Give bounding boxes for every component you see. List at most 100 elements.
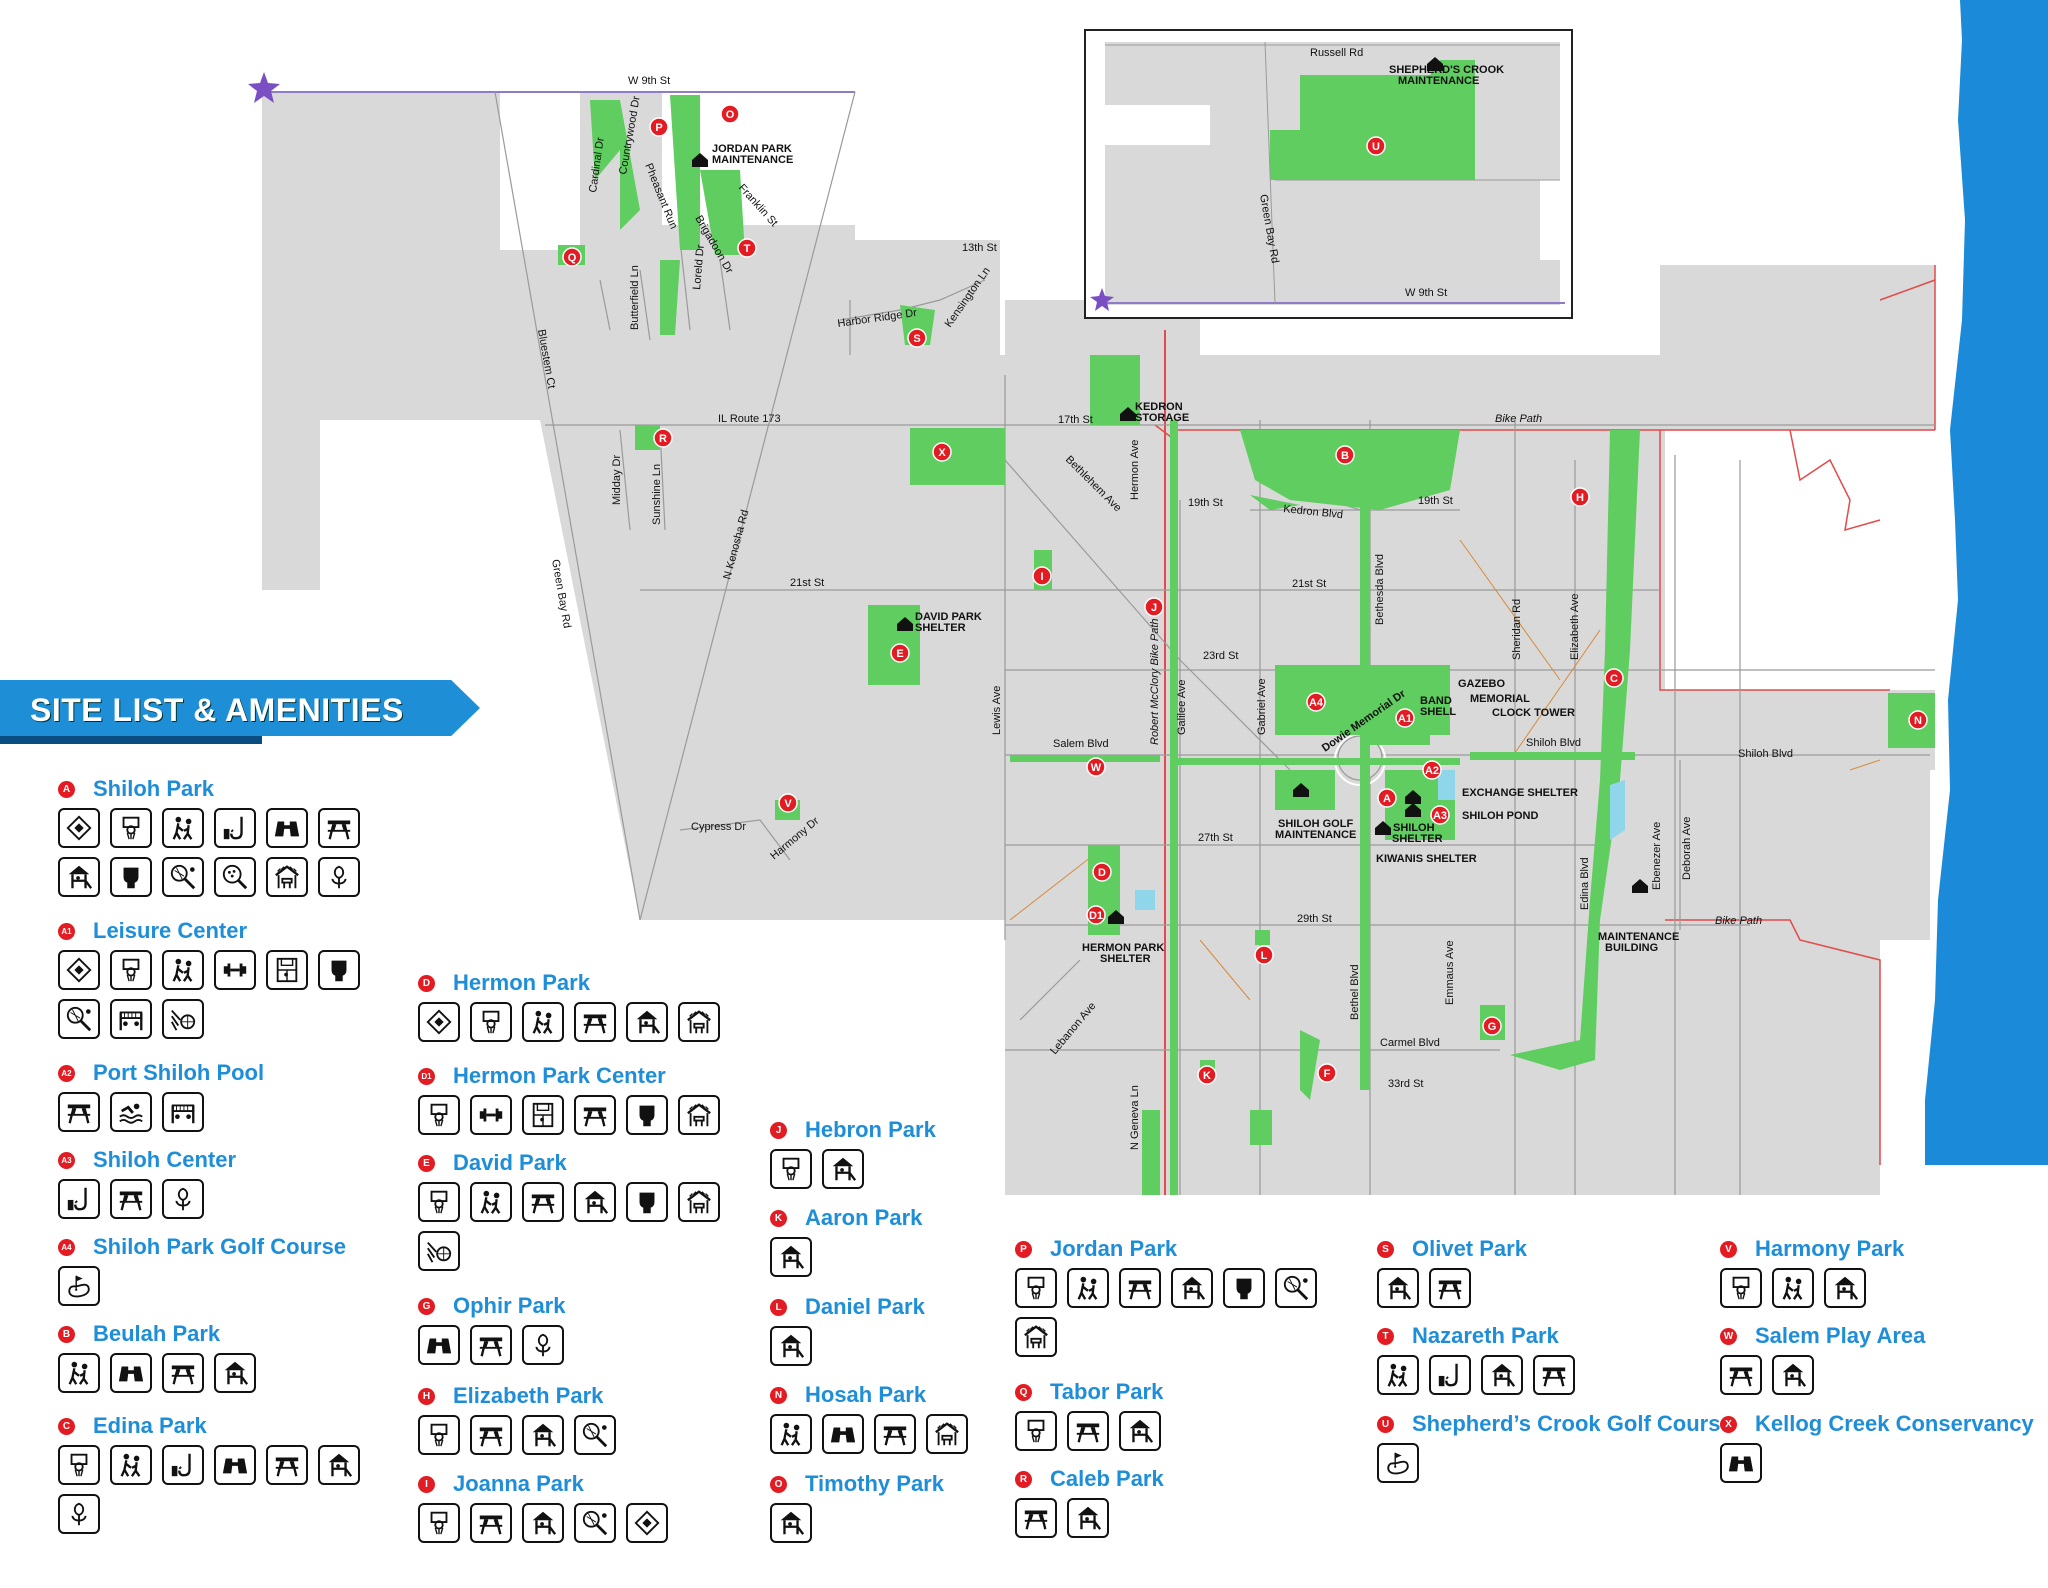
- map-marker-p[interactable]: P: [649, 117, 669, 137]
- map-marker-v[interactable]: V: [778, 793, 798, 813]
- street-label: 13th St: [962, 242, 997, 254]
- site-name[interactable]: Beulah Park: [93, 1321, 221, 1346]
- map-marker-e[interactable]: E: [890, 643, 910, 663]
- site-name[interactable]: Shiloh Center: [93, 1147, 237, 1172]
- facility-label: SHELL: [1420, 706, 1456, 718]
- map-marker-r[interactable]: R: [653, 428, 673, 448]
- site-name[interactable]: Ophir Park: [453, 1293, 566, 1318]
- map-marker-a4[interactable]: A4: [1306, 692, 1326, 712]
- playground-structure-icon: [822, 1149, 864, 1189]
- amenity-icons: [418, 1415, 748, 1455]
- site-name[interactable]: Tabor Park: [1050, 1379, 1164, 1404]
- amenity-icons: [418, 1503, 748, 1543]
- fitness-icon: [214, 950, 256, 990]
- street-label: Sunshine Ln: [651, 464, 663, 525]
- facility-label: EXCHANGE SHELTER: [1462, 787, 1578, 799]
- map-marker-d[interactable]: D: [1092, 862, 1112, 882]
- map-marker-g[interactable]: G: [1482, 1016, 1502, 1036]
- site-name[interactable]: Leisure Center: [93, 918, 248, 943]
- facility-label: BAND: [1420, 695, 1452, 707]
- map-marker-t[interactable]: T: [737, 238, 757, 258]
- street-label: 21st St: [790, 577, 824, 589]
- site-name[interactable]: Daniel Park: [805, 1294, 925, 1319]
- map-marker-a3[interactable]: A3: [1430, 805, 1450, 825]
- site-name[interactable]: Edina Park: [93, 1413, 207, 1438]
- street-label: 19th St: [1418, 495, 1453, 507]
- racquetball-icon: [522, 1095, 564, 1135]
- site-name[interactable]: Shiloh Park: [93, 776, 215, 801]
- map-marker-j[interactable]: J: [1144, 597, 1164, 617]
- map-marker-w[interactable]: W: [1086, 757, 1106, 777]
- binoculars-icon: [214, 1445, 256, 1485]
- map-marker-f[interactable]: F: [1317, 1063, 1337, 1083]
- map-marker-a2[interactable]: A2: [1422, 760, 1442, 780]
- site-name[interactable]: Caleb Park: [1050, 1466, 1164, 1491]
- street-label: Deborah Ave: [1681, 817, 1693, 880]
- map-marker-c[interactable]: C: [1604, 668, 1624, 688]
- baseball-field-icon: [626, 1503, 668, 1543]
- site-name[interactable]: Olivet Park: [1412, 1236, 1527, 1261]
- site-code-marker: H: [418, 1387, 435, 1405]
- site-name[interactable]: Shepherd’s Crook Golf Course: [1412, 1411, 1733, 1436]
- playground-kids-icon: [1067, 1268, 1109, 1308]
- map-marker-i[interactable]: I: [1032, 566, 1052, 586]
- site-name[interactable]: Shiloh Park Golf Course: [93, 1234, 347, 1259]
- binoculars-icon: [822, 1414, 864, 1454]
- inset-map: [1084, 29, 1573, 319]
- map-marker-l[interactable]: L: [1254, 945, 1274, 965]
- site-name[interactable]: David Park: [453, 1150, 567, 1175]
- map-marker-a1[interactable]: A1: [1395, 708, 1415, 728]
- map-marker-n[interactable]: N: [1908, 710, 1928, 730]
- map-marker-o[interactable]: O: [720, 104, 740, 124]
- site-name[interactable]: Hermon Park: [453, 970, 590, 995]
- site-name[interactable]: Hermon Park Center: [453, 1063, 666, 1088]
- map-marker-s[interactable]: S: [907, 328, 927, 348]
- site-name[interactable]: Hosah Park: [805, 1382, 927, 1407]
- restroom-icon: [318, 950, 360, 990]
- site-name[interactable]: Kellog Creek Conservancy: [1755, 1411, 2034, 1436]
- picnic-table-icon: [266, 1445, 308, 1485]
- playground-kids-icon: [1772, 1268, 1814, 1308]
- site-name[interactable]: Nazareth Park: [1412, 1323, 1559, 1348]
- map-marker-label: E: [896, 648, 903, 660]
- site-name[interactable]: Jordan Park: [1050, 1236, 1178, 1261]
- map-marker-d1[interactable]: D1: [1086, 905, 1106, 925]
- site-code-marker: D1: [418, 1067, 435, 1085]
- map-marker-k[interactable]: K: [1197, 1065, 1217, 1085]
- site-name[interactable]: Salem Play Area: [1755, 1323, 1926, 1348]
- picnic-table-icon: [874, 1414, 916, 1454]
- site-name[interactable]: Harmony Park: [1755, 1236, 1905, 1261]
- site-name[interactable]: Elizabeth Park: [453, 1383, 604, 1408]
- map-marker-q[interactable]: Q: [562, 247, 582, 267]
- map-marker-b[interactable]: B: [1335, 445, 1355, 465]
- map-marker-label: C: [1610, 673, 1618, 685]
- site-name[interactable]: Port Shiloh Pool: [93, 1060, 265, 1085]
- picnic-table-icon: [318, 808, 360, 848]
- site-name[interactable]: Joanna Park: [453, 1471, 584, 1496]
- playground-kids-icon: [110, 1445, 152, 1485]
- street-label: 19th St: [1188, 497, 1223, 509]
- site-name[interactable]: Aaron Park: [805, 1205, 923, 1230]
- map-marker-x[interactable]: X: [932, 442, 952, 462]
- map-marker-u[interactable]: U: [1366, 136, 1386, 156]
- map-marker-h[interactable]: H: [1570, 487, 1590, 507]
- site-name[interactable]: Hebron Park: [805, 1117, 936, 1142]
- street-label: Shiloh Blvd: [1738, 748, 1793, 760]
- site-code-marker: T: [1377, 1327, 1394, 1345]
- lake-michigan: [1925, 0, 2048, 1165]
- restroom-icon: [626, 1095, 668, 1135]
- site-name[interactable]: Timothy Park: [805, 1471, 944, 1496]
- facility-label: JORDAN PARK: [712, 143, 792, 155]
- map-marker-a[interactable]: A: [1377, 788, 1397, 808]
